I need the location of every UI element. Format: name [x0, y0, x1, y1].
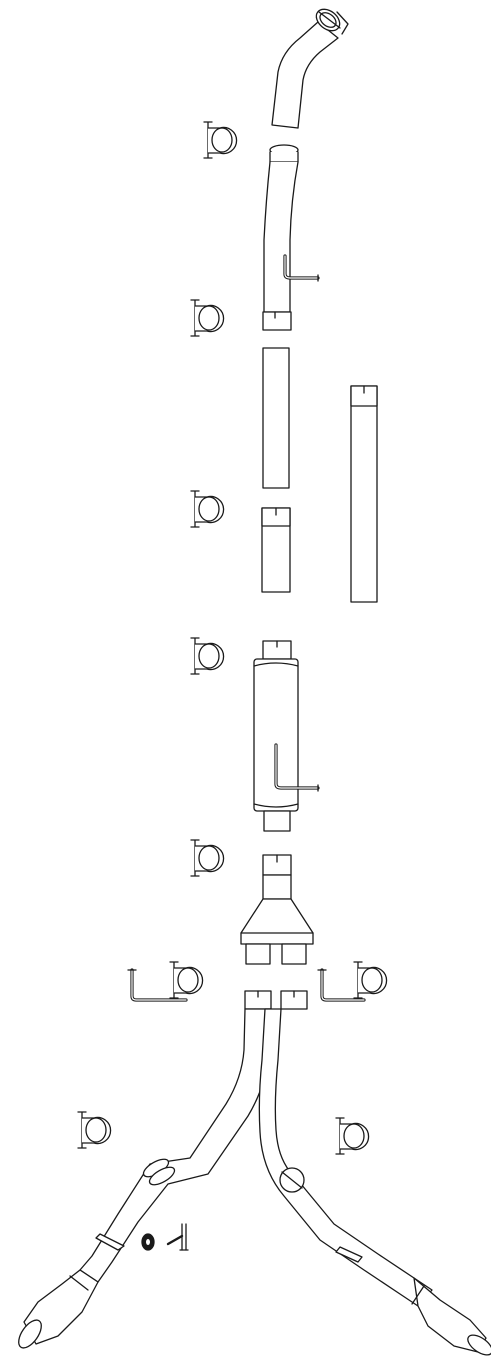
y-splitter [241, 855, 313, 964]
rubber-isolator [142, 1234, 154, 1250]
clamp [190, 637, 225, 675]
clamp [190, 839, 225, 877]
clamp [335, 1117, 370, 1155]
right-tailpipe [259, 991, 491, 1356]
muffler-with-hanger [254, 641, 318, 831]
short-pipe [262, 508, 290, 592]
front-pipe-with-hanger [263, 145, 318, 330]
clamp [77, 1111, 112, 1149]
hanger-bracket [168, 1224, 188, 1250]
left-tailpipe [14, 991, 271, 1352]
clamp [190, 299, 225, 337]
clamp [190, 490, 225, 528]
intake-elbow-pipe [272, 5, 348, 128]
hanger-clamp [318, 961, 388, 1000]
long-straight-pipe [351, 386, 377, 602]
hanger-clamp [128, 961, 204, 1000]
straight-pipe [263, 348, 289, 488]
clamp [203, 121, 238, 159]
